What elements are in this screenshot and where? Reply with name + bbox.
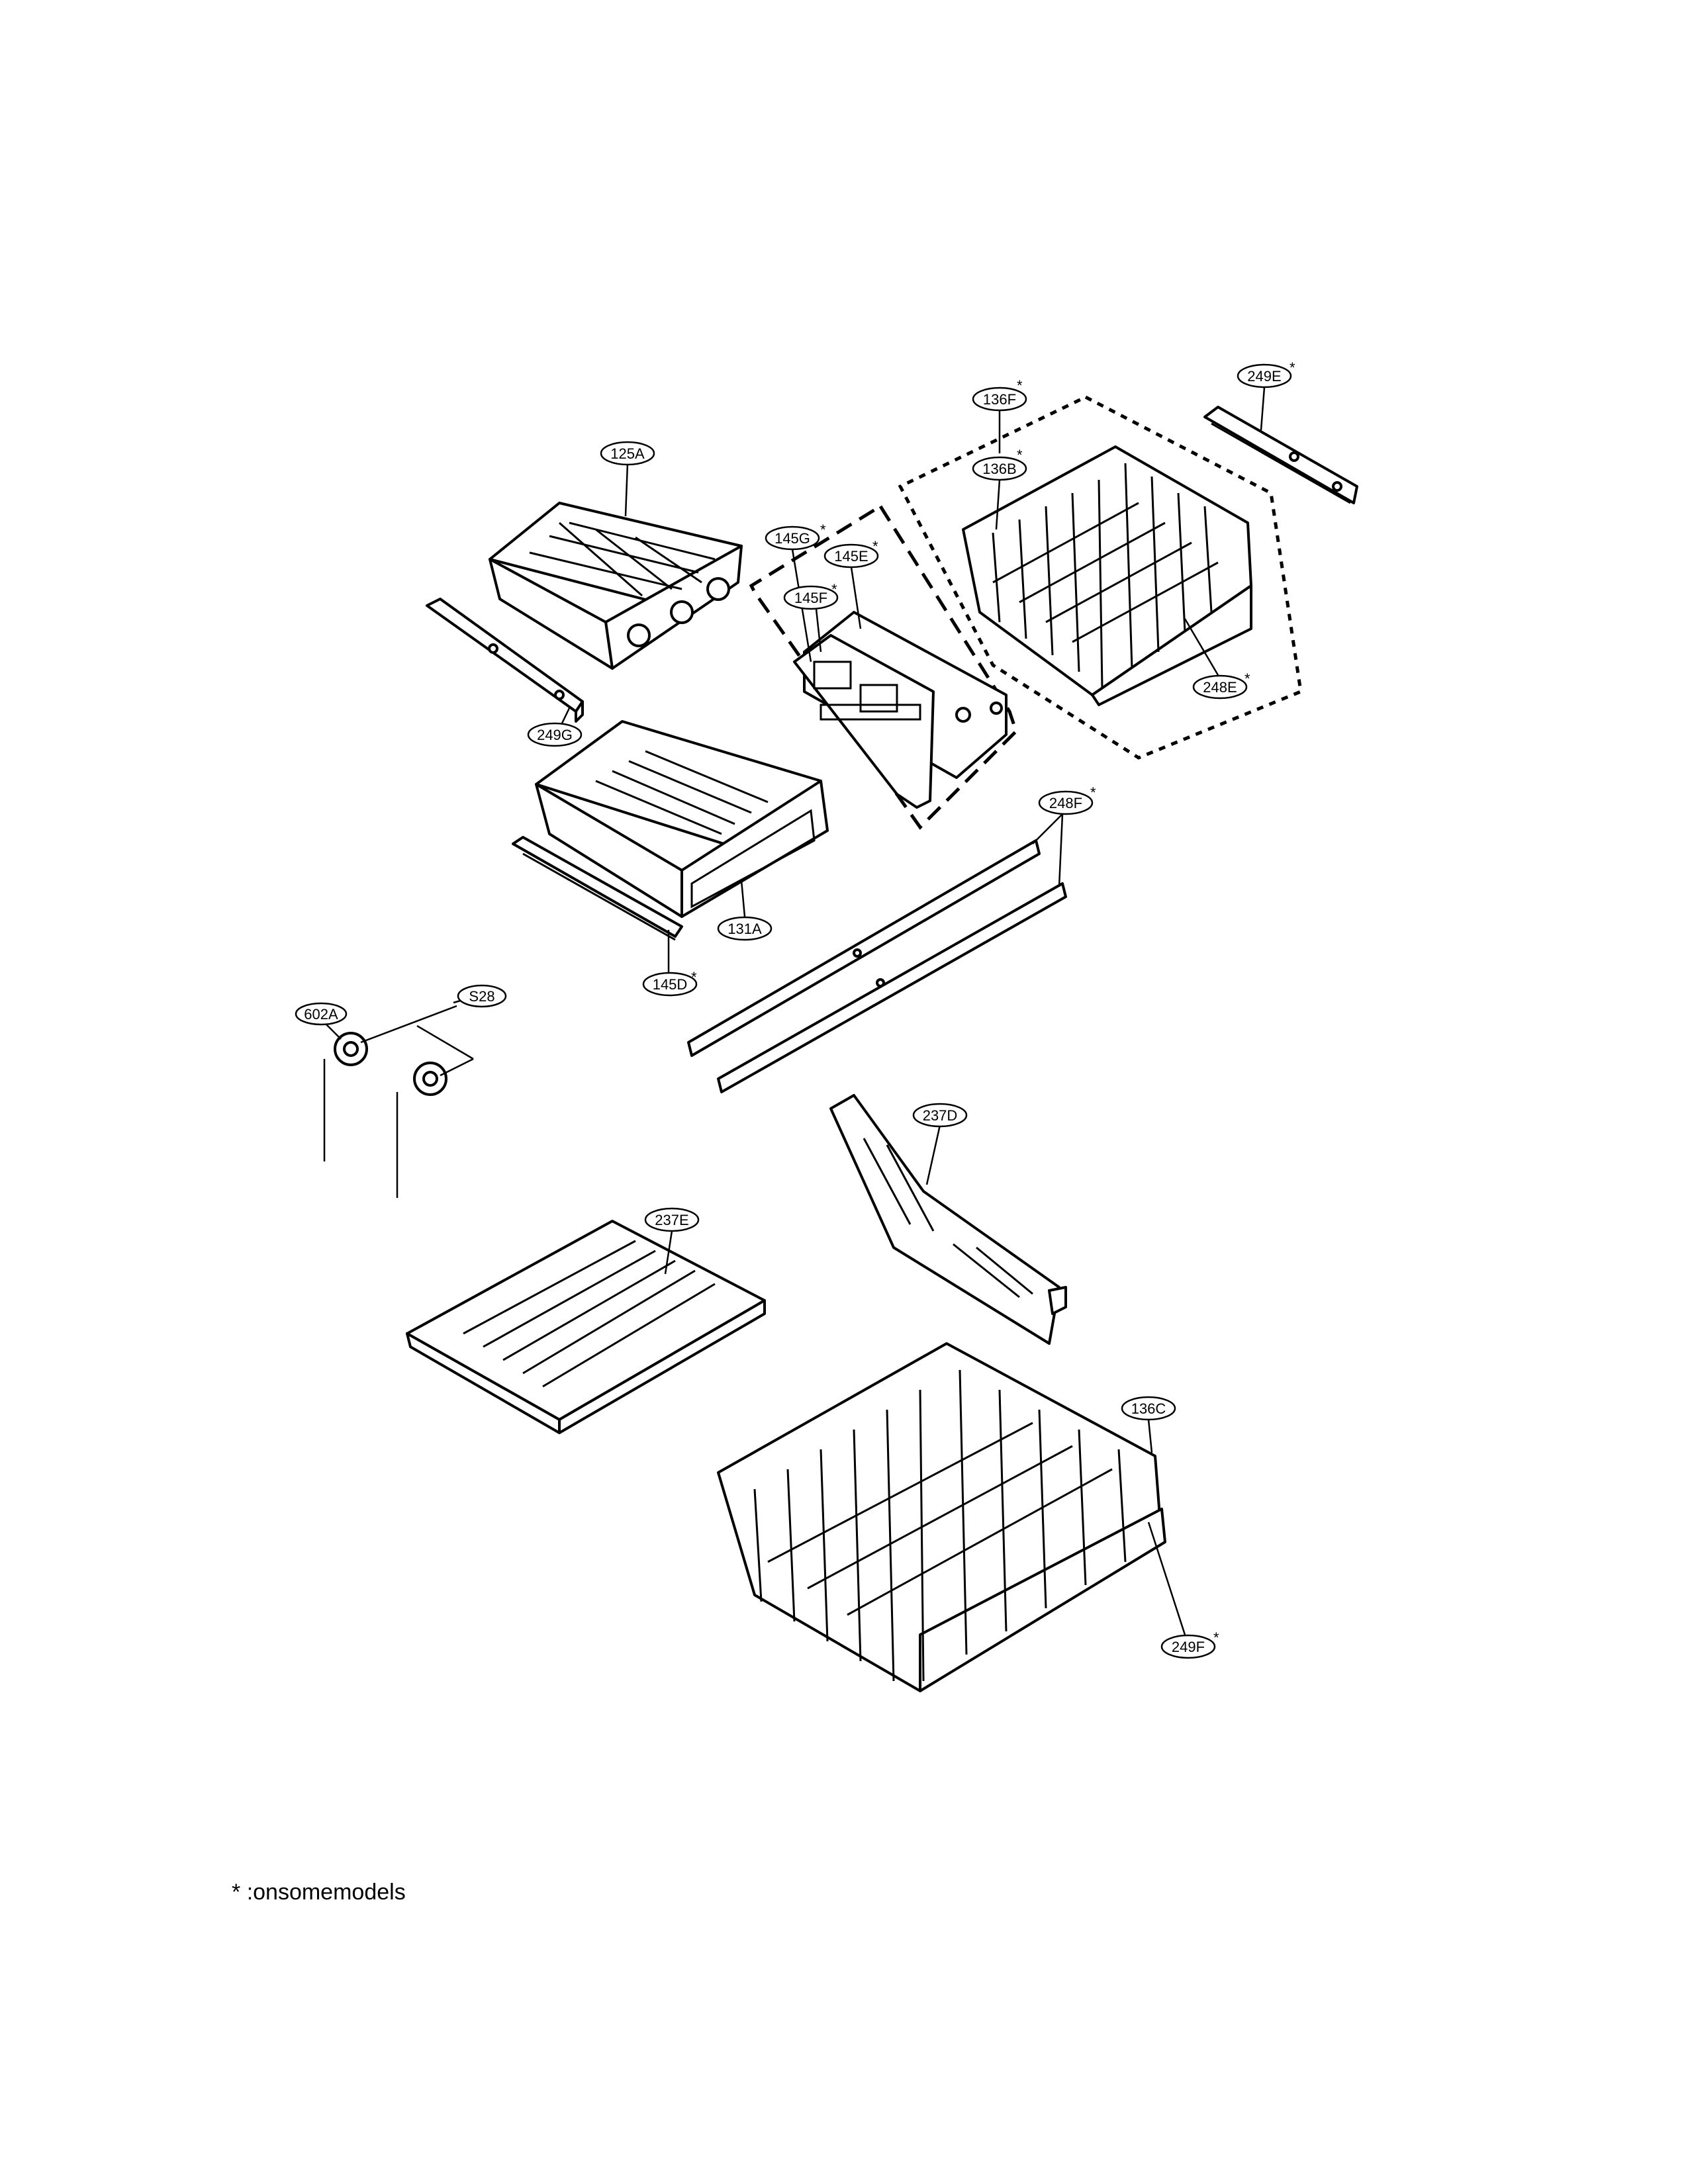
callout-145g: 145G * [765,522,826,551]
callout-145f: 145F * [783,581,839,610]
callout-145e: 145E * [823,538,879,569]
part-125a-ice-tray [489,502,743,670]
part-249g-rail [426,598,584,723]
part-237d-divider [829,1094,1067,1345]
svg-text:145F: 145F [794,590,827,606]
svg-text:*: * [820,522,826,538]
callout-145d: 145D * [642,969,698,997]
svg-text:248E: 248E [1203,679,1237,696]
svg-text:602A: 602A [304,1006,338,1023]
part-136b-basket [962,445,1252,706]
part-145d-rail [512,836,683,941]
svg-text:136B: 136B [982,461,1016,477]
svg-text:249F: 249F [1172,1639,1205,1655]
svg-text:*: * [691,969,697,985]
part-131a-drawer [535,720,829,918]
part-248f-rails [687,839,1067,1093]
svg-text:*: * [1090,784,1096,801]
callout-136f: 136F * [972,377,1027,412]
svg-text:*: * [1289,359,1295,376]
footnote: * :onsomemodels [232,1880,406,1905]
part-249e-rail [1203,406,1358,504]
svg-text:248F: 248F [1049,795,1082,811]
svg-text:136F: 136F [983,391,1016,408]
svg-text:145E: 145E [834,548,868,565]
svg-text:S28: S28 [469,988,494,1005]
leader-lines [324,387,1266,1635]
callout-248f: 248F * [1038,784,1096,815]
svg-text:145D: 145D [653,976,688,993]
callout-125a: 125A [600,441,655,466]
svg-text:*: * [1213,1629,1219,1646]
callout-249g: 249G [527,722,583,747]
footnote-asterisk: * [232,1880,241,1905]
svg-text:*: * [1244,670,1250,687]
part-237e-tray [406,1220,766,1434]
svg-text:145G: 145G [774,530,810,547]
svg-text:*: * [872,538,878,555]
svg-text:*: * [831,581,837,598]
svg-text:249E: 249E [1247,368,1281,385]
callout-136c: 136C [1121,1396,1176,1421]
callout-136b: 136B * [972,447,1027,481]
svg-text:*: * [1017,447,1023,463]
callout-237d: 237D [912,1103,968,1128]
callout-248e: 248E * [1192,670,1250,700]
svg-text:136C: 136C [1131,1400,1166,1417]
svg-text:237D: 237D [923,1107,958,1124]
callout-249f: 249F * [1160,1629,1219,1659]
footnote-text: :onsomemodels [246,1880,406,1905]
svg-text:125A: 125A [610,445,645,462]
svg-text:131A: 131A [727,921,762,937]
part-602a-rollers [323,1005,474,1198]
svg-text:*: * [1017,377,1023,394]
part-136c-basket [717,1342,1166,1692]
callout-237e: 237E [644,1207,700,1232]
group-outline-145 [749,504,1018,830]
group-outline-136 [898,395,1303,760]
part-145e-bracket [793,611,1008,809]
callout-131a: 131A [717,916,773,941]
svg-text:237E: 237E [655,1212,688,1228]
callout-s28: S28 [457,984,507,1008]
callout-602a: 602A [295,1002,348,1026]
callout-249e: 249E * [1237,359,1295,388]
svg-text:249G: 249G [537,727,573,743]
